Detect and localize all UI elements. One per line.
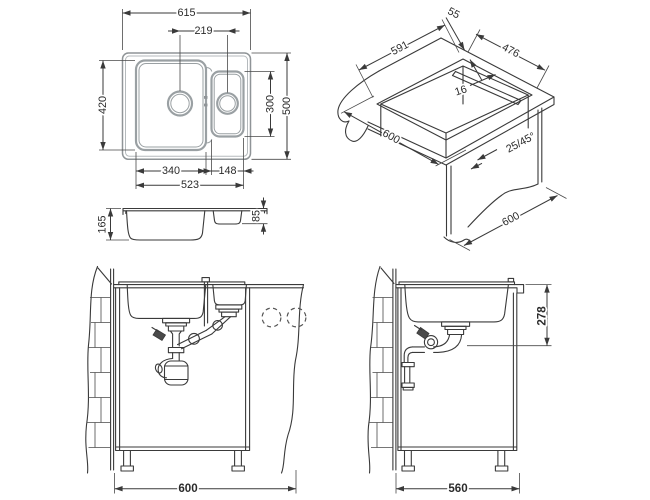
dishwasher-stub (416, 326, 430, 340)
dim-overall-width: 615 (177, 7, 195, 19)
dim-edge-profile: 25/45° (504, 130, 537, 155)
side-installation-view: 278 560 (367, 265, 552, 496)
foot (120, 465, 134, 472)
overflow-pipe (203, 281, 209, 327)
cabinet-front (115, 287, 251, 472)
bowl-section (404, 284, 509, 323)
dim-front-edge-gap: 55 (445, 5, 461, 21)
break-line (443, 236, 472, 243)
dim-drain-outlet-height: 278 (535, 306, 548, 326)
main-bowl-profile (125, 210, 206, 241)
foot (231, 465, 245, 472)
dim-cutout-length: 591 (389, 39, 411, 58)
small-bowl-profile (212, 210, 243, 225)
foot (401, 465, 415, 472)
overflow-cap (201, 277, 210, 283)
foot (494, 465, 509, 472)
overflow-slot (204, 103, 208, 107)
dim-main-bowl-depth: 165 (96, 215, 108, 233)
wall-bricks (85, 265, 115, 474)
break-line (280, 284, 305, 474)
dim-small-bowl-length: 300 (264, 95, 276, 113)
main-bowl-section (126, 284, 207, 319)
main-drain-icon (166, 90, 194, 117)
sink-outline (121, 52, 252, 161)
trap-cup (163, 360, 189, 386)
iso-dimensions: 55 476 591 16 600 25/45° 600 (340, 4, 567, 251)
front-dimension: 600 (114, 470, 297, 496)
wall-bricks (367, 265, 397, 474)
front-installation-view: 600 (85, 265, 307, 496)
overflow-slot (204, 96, 208, 99)
profile-view: 165 85 (95, 197, 268, 241)
dim-drain-spacing: 219 (194, 25, 212, 37)
tap-hole-marker (261, 307, 282, 328)
cabinet-side (397, 287, 518, 472)
side-dimensions: 278 560 (395, 284, 552, 496)
dim-small-bowl-depth: 85 (250, 210, 262, 222)
drain-groove (451, 70, 522, 106)
small-drain-icon (216, 92, 239, 115)
dim-main-bowl-length: 420 (97, 96, 109, 114)
dim-cutout-width: 476 (500, 41, 522, 60)
tap-hole-marker (286, 307, 307, 328)
dim-overall-depth: 500 (281, 97, 293, 115)
plumbing-side (401, 321, 471, 391)
dim-main-bowl-width: 340 (162, 165, 180, 177)
counter-and-sink (113, 277, 305, 474)
dim-bowls-total-width: 523 (181, 179, 199, 191)
tap-deck (507, 277, 515, 283)
cabinet-under-worktop (443, 107, 543, 243)
dim-groove-width: 16 (453, 83, 468, 98)
trap-curve (157, 357, 174, 379)
dim-cabinet-width: 600 (178, 482, 197, 495)
dim-small-bowl-width: 148 (218, 165, 236, 177)
dishwasher-stub (152, 328, 167, 342)
isometric-view: 55 476 591 16 600 25/45° 600 (337, 4, 567, 251)
dim-cabinet-depth-side: 560 (448, 482, 467, 495)
plumbing-front (151, 304, 243, 386)
plan-dimensions: 615 219 420 300 500 340 148 523 (95, 5, 294, 193)
dim-cabinet-depth-iso: 600 (500, 210, 522, 229)
plan-view: 615 219 420 300 500 340 148 523 (95, 5, 294, 193)
counter-and-sink (395, 277, 525, 323)
